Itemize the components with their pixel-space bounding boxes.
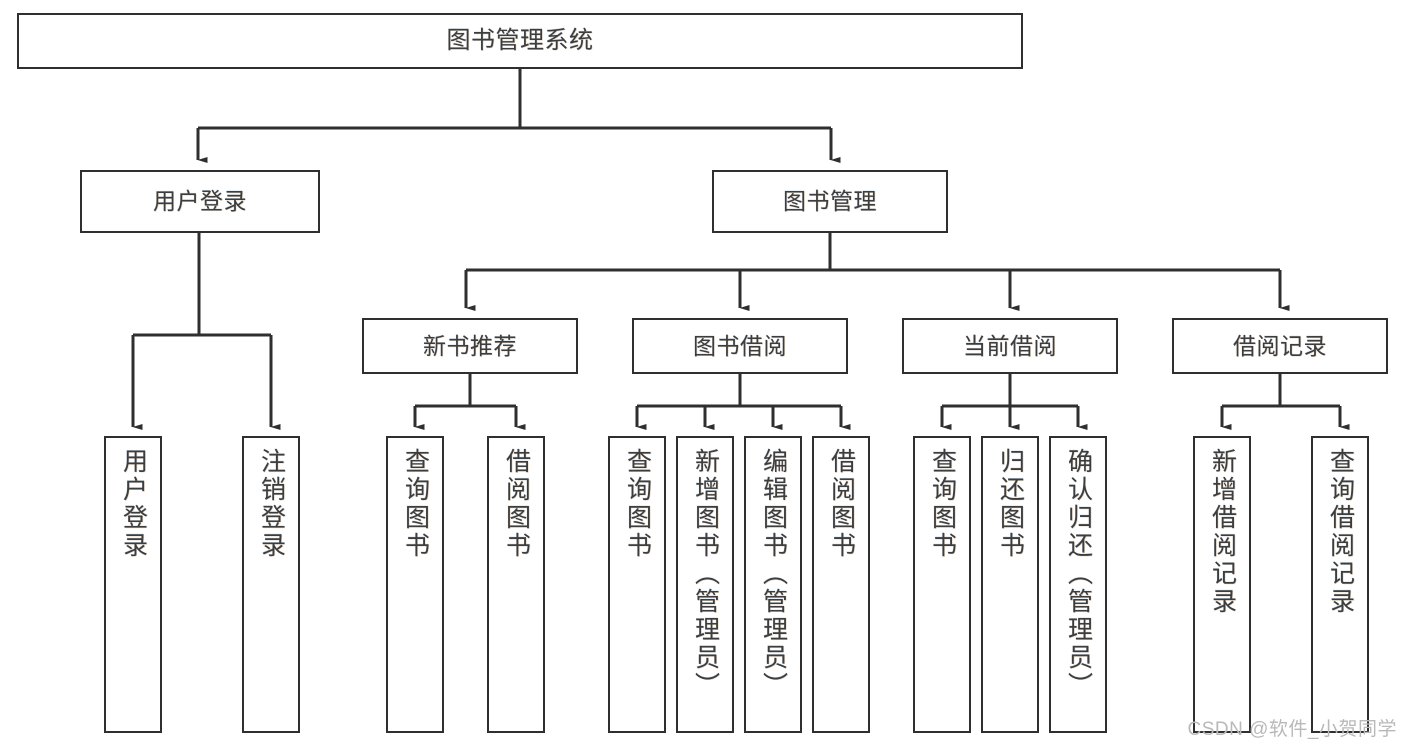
node-borrow-record[interactable]: 借阅记录 [1172,318,1388,374]
csdn-watermark: CSDN @软件_小贺同学 [1187,719,1397,740]
leaf-record-add-record[interactable]: 新增借阅记录 [1193,436,1251,733]
node-root-label: 图书管理系统 [446,27,594,55]
leaf-borrow-query-book[interactable]: 查询图书 [608,436,666,733]
node-book-borrow-label: 图书借阅 [693,332,787,359]
node-current-borrow-label: 当前借阅 [963,332,1057,359]
leaf-newbook-query-book-label: 查询图书 [401,448,430,560]
leaf-current-return-book[interactable]: 归还图书 [981,436,1039,733]
node-current-borrow[interactable]: 当前借阅 [902,318,1118,374]
leaf-record-query-record[interactable]: 查询借阅记录 [1311,436,1369,733]
leaf-record-add-record-label: 新增借阅记录 [1208,448,1237,616]
leaf-borrow-edit-book[interactable]: 编辑图书（管理员） [744,436,802,733]
node-root[interactable]: 图书管理系统 [17,13,1023,69]
leaf-newbook-borrow-book[interactable]: 借阅图书 [487,436,545,733]
leaf-user-logout[interactable]: 注销登录 [242,436,300,733]
leaf-borrow-edit-book-label: 编辑图书（管理员） [759,448,788,700]
leaf-borrow-borrow-book[interactable]: 借阅图书 [812,436,870,733]
leaf-current-query-book[interactable]: 查询图书 [913,436,971,733]
node-new-book-recommend-label: 新书推荐 [423,332,517,359]
leaf-newbook-query-book[interactable]: 查询图书 [386,436,444,733]
leaf-borrow-query-book-label: 查询图书 [623,448,652,560]
leaf-current-query-book-label: 查询图书 [928,448,957,560]
node-book-management-label: 图书管理 [783,188,877,215]
node-book-borrow[interactable]: 图书借阅 [632,318,848,374]
leaf-user-login-label: 用户登录 [119,448,148,560]
node-book-management[interactable]: 图书管理 [712,170,948,233]
leaf-borrow-add-book[interactable]: 新增图书（管理员） [676,436,734,733]
node-user-login-label: 用户登录 [153,188,247,215]
leaf-borrow-borrow-book-label: 借阅图书 [827,448,856,560]
leaf-borrow-add-book-label: 新增图书（管理员） [691,448,720,700]
node-new-book-recommend[interactable]: 新书推荐 [362,318,578,374]
node-borrow-record-label: 借阅记录 [1233,332,1327,359]
leaf-newbook-borrow-book-label: 借阅图书 [502,448,531,560]
leaf-record-query-record-label: 查询借阅记录 [1326,448,1355,616]
leaf-current-confirm-return-label: 确认归还（管理员） [1064,448,1093,700]
node-user-login[interactable]: 用户登录 [80,170,320,233]
leaf-current-return-book-label: 归还图书 [996,448,1025,560]
leaf-current-confirm-return[interactable]: 确认归还（管理员） [1049,436,1107,733]
leaf-user-login[interactable]: 用户登录 [104,436,162,733]
leaf-user-logout-label: 注销登录 [257,448,286,560]
